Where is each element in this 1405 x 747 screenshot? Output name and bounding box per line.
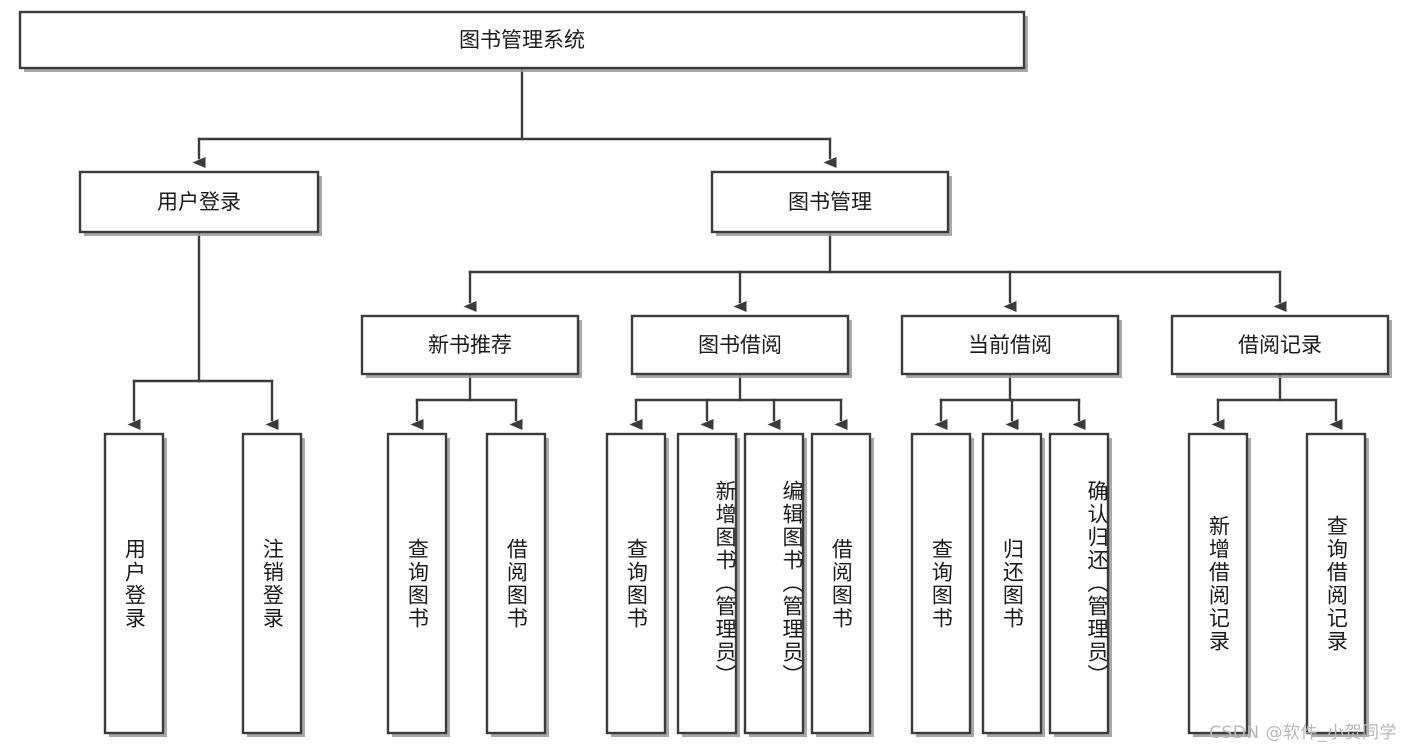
- root-node-label: 图书管理系统: [459, 28, 585, 52]
- node-leaf-user-login[interactable]: [103, 432, 165, 735]
- csdn-watermark: CSDN @软件_小贺同学: [1209, 723, 1397, 743]
- root-node-box[interactable]: [18, 10, 1026, 70]
- node-leaf-borrow-book-1[interactable]: [485, 432, 547, 735]
- node-leaf-edit-book[interactable]: [743, 432, 805, 735]
- node-borrow-record[interactable]: [1170, 314, 1390, 376]
- node-user-login-label: 用户登录: [157, 190, 241, 214]
- node-new-book-recommend[interactable]: [360, 314, 580, 376]
- edges-layer: [127, 66, 1343, 430]
- node-current-borrow[interactable]: [900, 314, 1120, 376]
- node-leaf-add-record[interactable]: [1187, 432, 1249, 735]
- node-user-login[interactable]: [78, 170, 320, 234]
- node-book-borrow[interactable]: [630, 314, 850, 376]
- nodes-layer: 图书管理系统 用户登录 图书管理 新书推荐 图书借阅 当前借阅 借阅记录: [18, 10, 1392, 737]
- node-book-manage[interactable]: [710, 170, 950, 234]
- node-leaf-borrow-book-2[interactable]: [810, 432, 872, 735]
- node-leaf-add-book[interactable]: [676, 432, 738, 735]
- node-current-borrow-label: 当前借阅: [968, 333, 1052, 357]
- node-new-book-recommend-label: 新书推荐: [428, 333, 512, 357]
- node-leaf-query-book-2[interactable]: [605, 432, 667, 735]
- node-leaf-return-book[interactable]: [981, 432, 1043, 735]
- node-leaf-query-book-1[interactable]: [386, 432, 448, 735]
- node-leaf-query-book-3[interactable]: [910, 432, 972, 735]
- node-book-borrow-label: 图书借阅: [698, 333, 782, 357]
- node-book-manage-label: 图书管理: [788, 190, 872, 214]
- node-borrow-record-label: 借阅记录: [1238, 333, 1322, 357]
- node-leaf-query-record[interactable]: [1305, 432, 1367, 735]
- node-leaf-confirm-return[interactable]: [1048, 432, 1110, 735]
- node-leaf-user-logout[interactable]: [241, 432, 303, 735]
